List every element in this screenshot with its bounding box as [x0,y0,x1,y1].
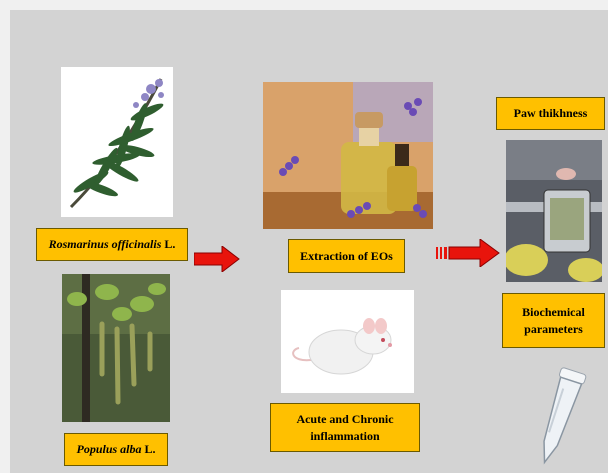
arrow-right-striped-icon [436,239,500,272]
rat-image [281,290,414,393]
populus-author: L. [142,442,156,456]
populus-alba-label: Populus alba L. [64,433,168,466]
biochemical-line2: parameters [524,321,583,337]
rosmarinus-author: L. [161,237,175,251]
inflammation-line1: Acute and Chronic [296,411,393,427]
essential-oils-image [263,82,433,229]
rosmarinus-officinalis-label: Rosmarinus officinalis L. [36,228,188,261]
paw-thickness-label: Paw thikhness [496,97,605,130]
caliper-image [506,140,602,282]
populus-image [62,274,170,422]
arrow-right-icon [194,246,240,277]
biochemical-parameters-label: Biochemical parameters [502,293,605,348]
microcentrifuge-tube-icon [530,365,590,471]
inflammation-line2: inflammation [310,428,379,444]
populus-species-name: Populus alba [76,442,141,456]
extraction-text: Extraction of EOs [300,248,393,264]
extraction-label: Extraction of EOs [288,239,405,273]
rosemary-image [61,67,173,217]
biochemical-line1: Biochemical [522,304,585,320]
paw-thickness-text: Paw thikhness [514,105,588,121]
inflammation-label: Acute and Chronic inflammation [270,403,420,452]
rosmarinus-species-name: Rosmarinus officinalis [49,237,162,251]
